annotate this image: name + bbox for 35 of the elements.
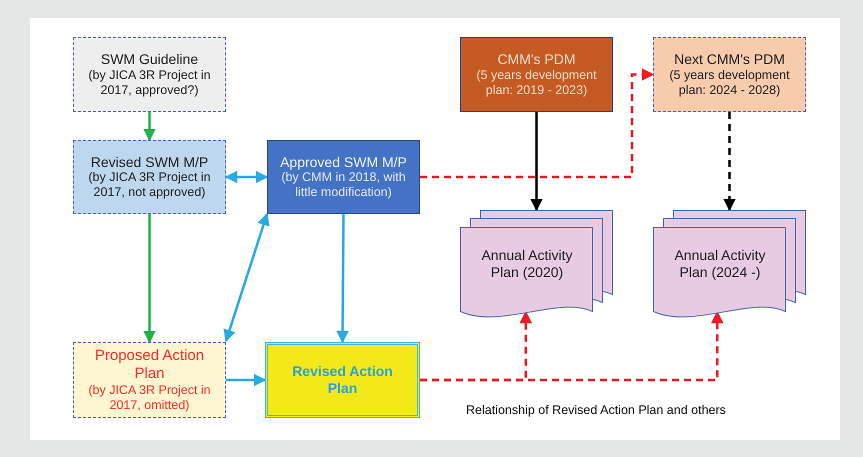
box-title: Revised SWM M/P [90, 154, 208, 170]
document-stack [653, 210, 806, 317]
arrow [420, 310, 724, 382]
box-title: Approved SWM M/P [280, 154, 407, 170]
box-note: (by CMM in 2018, with little modification) [280, 170, 407, 200]
process-box [460, 37, 613, 112]
document-title: Annual Activity Plan (2024 -) [673, 246, 767, 282]
box-note: (by JICA 3R Project in 2017, omitted) [87, 383, 212, 413]
arrow [723, 112, 736, 212]
box-title: SWM Guideline [100, 51, 198, 68]
document-stack [460, 210, 613, 317]
arrow [226, 374, 266, 386]
arrow [224, 170, 268, 184]
box-note: (5 years development plan: 2019 - 2023) [475, 68, 598, 98]
arrow [143, 112, 156, 142]
arrow [420, 68, 654, 178]
arrow [530, 112, 543, 212]
process-box [73, 140, 226, 214]
arrow [336, 214, 349, 344]
process-box [267, 140, 420, 214]
process-box [73, 342, 226, 418]
process-box [73, 37, 226, 112]
box-note: (by JICA 3R Project in 2017, approved?) [87, 68, 212, 98]
box-title: Revised Action Plan [291, 363, 394, 397]
document-title: Annual Activity Plan (2020) [480, 246, 574, 282]
box-note: (5 years development plan: 2024 - 2028) [668, 68, 791, 98]
box-note: (by JICA 3R Project in 2017, not approved) [87, 170, 212, 200]
box-title: Proposed Action Plan [94, 347, 206, 383]
arrow [143, 214, 156, 344]
box-title: Next CMM's PDM [674, 51, 785, 68]
process-box [265, 342, 420, 418]
box-title: CMM's PDM [497, 51, 576, 68]
arrow [224, 212, 270, 342]
diagram-caption: Relationship of Revised Action Plan and others [466, 403, 726, 417]
process-box [653, 37, 806, 112]
